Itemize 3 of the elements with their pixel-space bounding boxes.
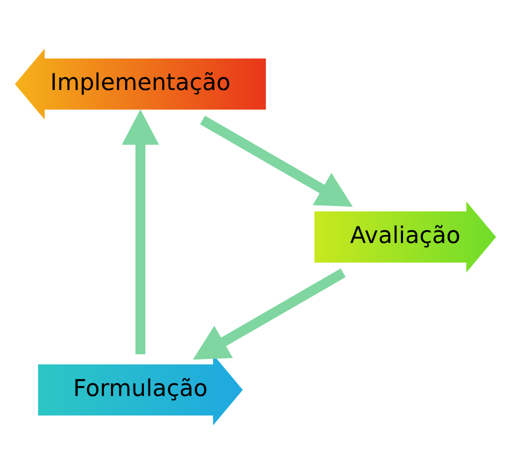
arrow	[192, 268, 346, 360]
arrow	[122, 108, 159, 354]
arrow	[200, 115, 353, 206]
